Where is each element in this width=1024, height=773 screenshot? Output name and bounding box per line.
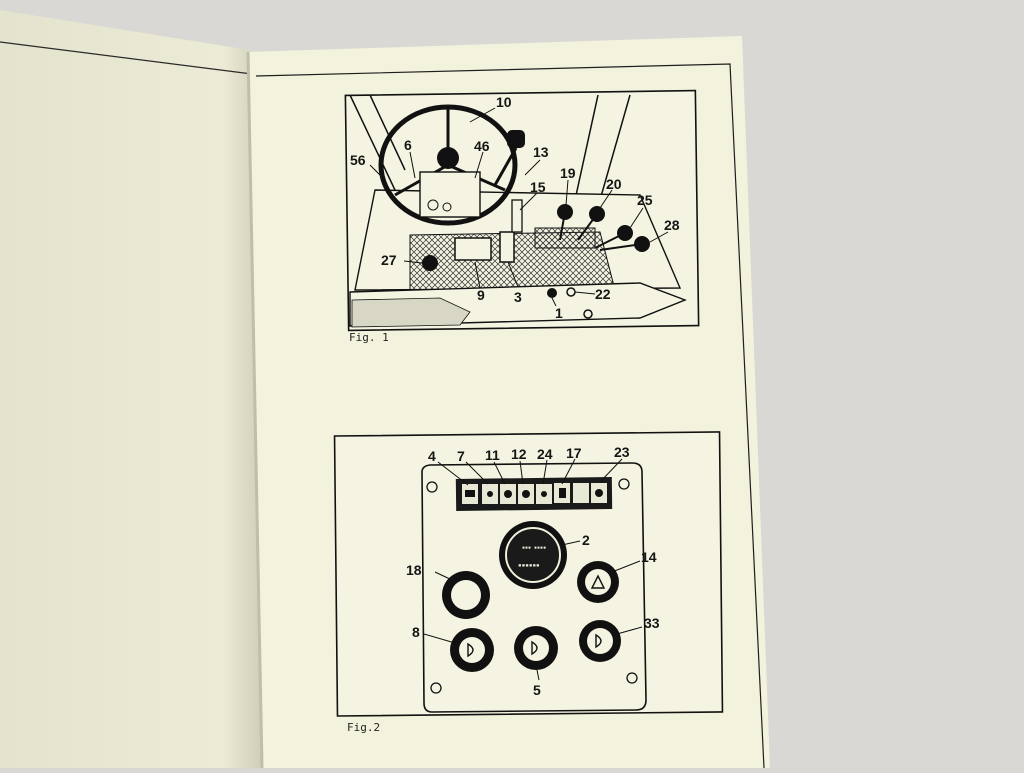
- fig1-callout: 13: [533, 144, 549, 160]
- fig2-callout: 14: [641, 549, 657, 565]
- fig1-callout: 19: [560, 165, 576, 181]
- fig1-callout: 10: [496, 94, 512, 110]
- fig1-callout: 25: [637, 192, 653, 208]
- fig2-callout: 33: [644, 615, 660, 631]
- svg-text:▪▪▪ ▪▪▪▪: ▪▪▪ ▪▪▪▪: [522, 545, 546, 551]
- fig1-callout: 3: [514, 289, 522, 305]
- figure-2-callouts: 4 7 11 12 24 17 23 2 18 14 8 33 5: [406, 444, 660, 698]
- right-page-frame: [255, 63, 765, 769]
- fig2-callout: 8: [412, 624, 420, 640]
- fig1-callout: 56: [350, 152, 366, 168]
- fig1-callout: 1: [555, 305, 563, 321]
- figure-1-caption: Fig. 1: [349, 331, 389, 344]
- fig1-callout: 28: [664, 217, 680, 233]
- fig1-callout: 27: [381, 252, 397, 268]
- fig2-callout: 18: [406, 562, 422, 578]
- left-page-frame-line: [0, 41, 253, 75]
- left-page: [0, 10, 262, 768]
- fig2-callout: 7: [457, 448, 465, 464]
- fig1-callout: 6: [404, 137, 412, 153]
- figure-1-drawing: [344, 89, 700, 332]
- svg-text:▪▪▪▪▪▪: ▪▪▪▪▪▪: [518, 562, 540, 569]
- fig2-callout: 11: [485, 447, 500, 463]
- figure-2-drawing: ▪▪▪ ▪▪▪▪ ▪▪▪▪▪▪: [333, 431, 724, 717]
- figure-1-callouts: 10 6 46 13 56 15 19 20 25 28 27 9 3 22 1: [350, 94, 680, 321]
- fig2-callout: 5: [533, 682, 541, 698]
- fig2-callout: 12: [511, 446, 527, 462]
- fig1-callout: 46: [474, 138, 490, 154]
- figure-2-caption: Fig.2: [347, 721, 381, 734]
- fig1-callout: 9: [477, 287, 485, 303]
- fig2-callout: 17: [566, 445, 582, 461]
- fig2-callout: 4: [428, 448, 436, 464]
- fig1-callout: 15: [530, 179, 546, 195]
- fig1-callout: 20: [606, 176, 622, 192]
- fig2-callout: 24: [537, 446, 553, 462]
- fig1-callout: 22: [595, 286, 611, 302]
- fig2-callout: 2: [582, 532, 590, 548]
- fig2-callout: 23: [614, 444, 630, 460]
